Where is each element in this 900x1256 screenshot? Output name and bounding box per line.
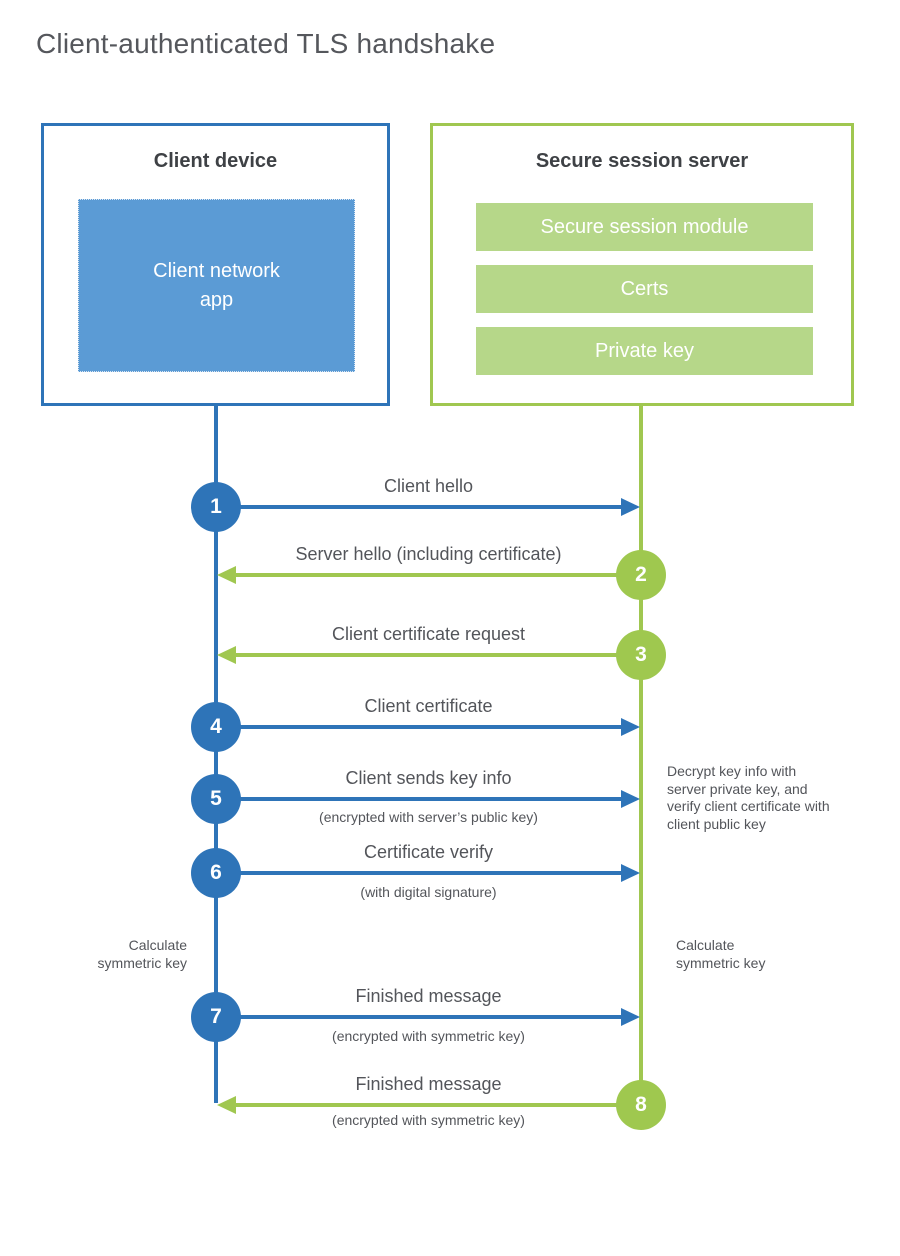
arrowhead-right-icon <box>621 718 640 736</box>
step-number: 3 <box>635 643 647 666</box>
arrow-line <box>234 1103 641 1107</box>
arrowhead-right-icon <box>621 498 640 516</box>
step-circle-4: 4 <box>191 702 241 752</box>
message-sublabel: (with digital signature) <box>360 884 497 900</box>
client-network-app-box: Client network app <box>78 199 355 372</box>
server-module-certs: Certs <box>476 265 813 313</box>
step-number: 1 <box>210 495 222 518</box>
arrowhead-left-icon <box>217 566 236 584</box>
arrow-line <box>216 871 623 875</box>
step-circle-3: 3 <box>616 630 666 680</box>
arrowhead-right-icon <box>621 1008 640 1026</box>
secure-session-server-box: Secure session server Secure session mod… <box>430 123 854 406</box>
note-calculate-symmetric-key-server: Calculate symmetric key <box>676 937 766 971</box>
arrow-line <box>216 725 623 729</box>
message-sublabel: (encrypted with server’s public key) <box>319 809 538 825</box>
message-label: Finished message <box>355 986 502 1006</box>
step-number: 8 <box>635 1093 647 1116</box>
server-module-private-key: Private key <box>476 327 813 375</box>
server-lifeline <box>639 406 643 1106</box>
step-circle-5: 5 <box>191 774 241 824</box>
client-device-title: Client device <box>153 150 278 172</box>
arrow-line <box>216 797 623 801</box>
page-title: Client-authenticated TLS handshake <box>36 28 496 59</box>
message-label: Client certificate <box>364 696 493 716</box>
arrow-line <box>234 653 641 657</box>
client-device-box: Client device Client network app <box>41 123 390 406</box>
message-label: Client hello <box>383 476 474 496</box>
note-decrypt-key-info: Decrypt key info with server private key… <box>667 763 830 832</box>
arrow-line <box>234 573 641 577</box>
message-label: Finished message <box>355 1074 502 1094</box>
step-number: 2 <box>635 563 647 586</box>
step-circle-7: 7 <box>191 992 241 1042</box>
step-circle-6: 6 <box>191 848 241 898</box>
arrowhead-right-icon <box>621 864 640 882</box>
step-number: 6 <box>210 861 222 884</box>
step-number: 4 <box>210 715 222 738</box>
step-circle-8: 8 <box>616 1080 666 1130</box>
arrowhead-left-icon <box>217 1096 236 1114</box>
message-sublabel: (encrypted with symmetric key) <box>332 1028 525 1044</box>
message-label: Client sends key info <box>345 768 512 788</box>
note-calculate-symmetric-key-client: Calculate symmetric key <box>97 937 187 971</box>
server-module-secure-session-module: Secure session module <box>476 203 813 251</box>
step-circle-1: 1 <box>191 482 241 532</box>
message-label: Certificate verify <box>363 842 494 862</box>
step-number: 7 <box>210 1005 222 1028</box>
arrow-line <box>216 1015 623 1019</box>
message-label: Server hello (including certificate) <box>295 544 562 564</box>
message-sublabel: (encrypted with symmetric key) <box>332 1112 525 1128</box>
step-number: 5 <box>210 787 222 810</box>
arrow-line <box>216 505 623 509</box>
arrowhead-right-icon <box>621 790 640 808</box>
step-circle-2: 2 <box>616 550 666 600</box>
client-lifeline <box>214 406 218 1103</box>
secure-session-server-title: Secure session server <box>535 150 749 172</box>
arrowhead-left-icon <box>217 646 236 664</box>
message-label: Client certificate request <box>331 624 526 644</box>
